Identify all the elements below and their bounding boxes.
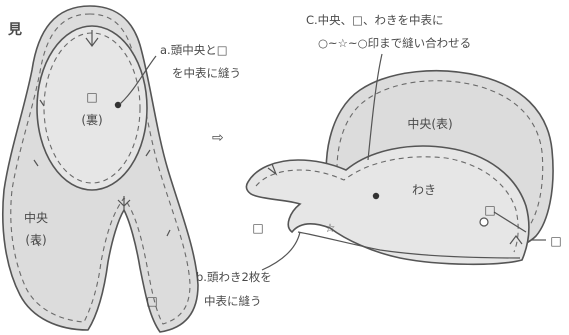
note-a-leader bbox=[119, 55, 157, 105]
note-c-leader bbox=[367, 53, 383, 161]
note-b-leader bbox=[261, 231, 301, 271]
header-label: 見 bbox=[7, 22, 22, 38]
body-label-front: (表) bbox=[25, 233, 46, 247]
transition-arrow: ⇨ bbox=[212, 130, 224, 146]
tail-square-label: □ bbox=[146, 294, 157, 308]
right-left-square: □ bbox=[252, 221, 263, 235]
body-label-center: 中央 bbox=[24, 210, 48, 225]
note-a-line2: を中表に縫う bbox=[172, 66, 241, 80]
circle-mark bbox=[479, 217, 489, 227]
right-notch-mark bbox=[509, 235, 523, 245]
star-mark: ☆ bbox=[325, 221, 336, 235]
inner-square-label: □ bbox=[86, 90, 97, 104]
right-pattern-piece: 中央(表) わき □ □ □ ☆ bbox=[245, 53, 562, 266]
right-leader-1 bbox=[493, 211, 527, 233]
note-a-line1: a.頭中央と□ bbox=[160, 43, 228, 57]
note-c-line2: ○~☆~○印まで縫い合わせる bbox=[318, 36, 471, 50]
right-square: □ bbox=[484, 203, 495, 217]
left-dot-mark bbox=[114, 101, 122, 109]
right-side-seam bbox=[255, 156, 519, 253]
left-pattern-piece: □ (裏) 中央 (表) □ bbox=[1, 5, 199, 333]
left-head-oval bbox=[36, 25, 148, 191]
lower-edge-line bbox=[297, 231, 521, 259]
right-top-label: 中央(表) bbox=[407, 116, 452, 131]
tail-notch-mark bbox=[117, 199, 131, 207]
note-b-line1: b.頭わき2枚を bbox=[196, 270, 272, 284]
right-dot-mark bbox=[372, 192, 380, 200]
note-c-line1: C.中央、□、わきを中表に bbox=[306, 13, 444, 27]
note-b-line2: 中表に縫う bbox=[204, 294, 262, 308]
beak-mark bbox=[267, 163, 278, 176]
right-side-piece bbox=[245, 145, 530, 266]
far-right-square: □ bbox=[550, 234, 561, 248]
right-center-seam bbox=[336, 80, 544, 229]
inner-reverse-label: (裏) bbox=[81, 112, 102, 127]
right-side-label: わき bbox=[412, 183, 436, 197]
stitch-ticks bbox=[33, 99, 171, 247]
